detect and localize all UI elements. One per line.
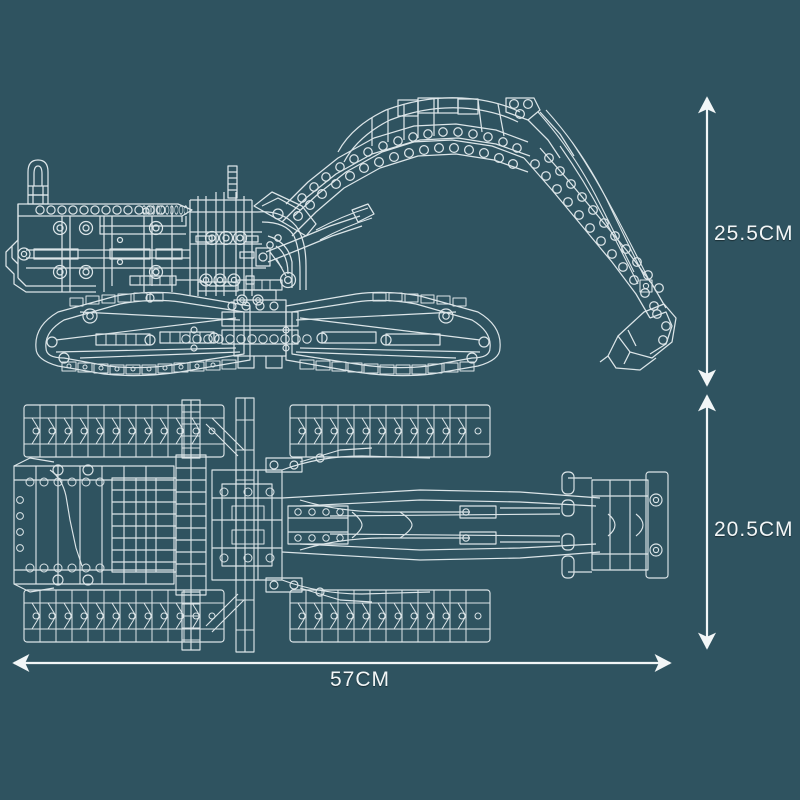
dimension-label-height-upper: 25.5CM bbox=[714, 222, 794, 245]
engine-deck bbox=[5, 203, 193, 293]
boom-lift-cylinder bbox=[255, 203, 375, 267]
boom-knuckle bbox=[505, 97, 575, 159]
body-plating bbox=[26, 206, 190, 292]
front-elevation-view bbox=[35, 275, 501, 377]
hydraulic-lines bbox=[315, 109, 653, 293]
excavator-bucket bbox=[599, 303, 677, 371]
plan-view bbox=[13, 397, 669, 653]
plan-body-deck bbox=[13, 457, 177, 593]
cab-shell bbox=[257, 211, 307, 290]
plan-boom bbox=[281, 471, 669, 579]
pin-holes bbox=[17, 207, 164, 280]
plan-track-upper-left bbox=[23, 404, 225, 458]
main-boom-lower-beam bbox=[281, 139, 529, 237]
dimension-label-height-lower: 20.5CM bbox=[714, 518, 794, 541]
dimension-label-width: 57CM bbox=[330, 668, 391, 691]
plan-track-lower-right bbox=[289, 589, 491, 643]
dimension-annotations bbox=[12, 96, 717, 673]
plan-side-arms bbox=[281, 447, 431, 603]
track-right bbox=[285, 291, 501, 377]
track-left bbox=[35, 291, 251, 377]
undercarriage-center bbox=[129, 275, 312, 369]
main-boom-upper-beam bbox=[285, 123, 531, 217]
boom-top-panel bbox=[337, 97, 521, 163]
cab-turret bbox=[189, 165, 266, 296]
side-elevation-view bbox=[5, 97, 677, 371]
boom-pivot bbox=[253, 191, 317, 237]
plan-central-spine bbox=[175, 397, 303, 653]
